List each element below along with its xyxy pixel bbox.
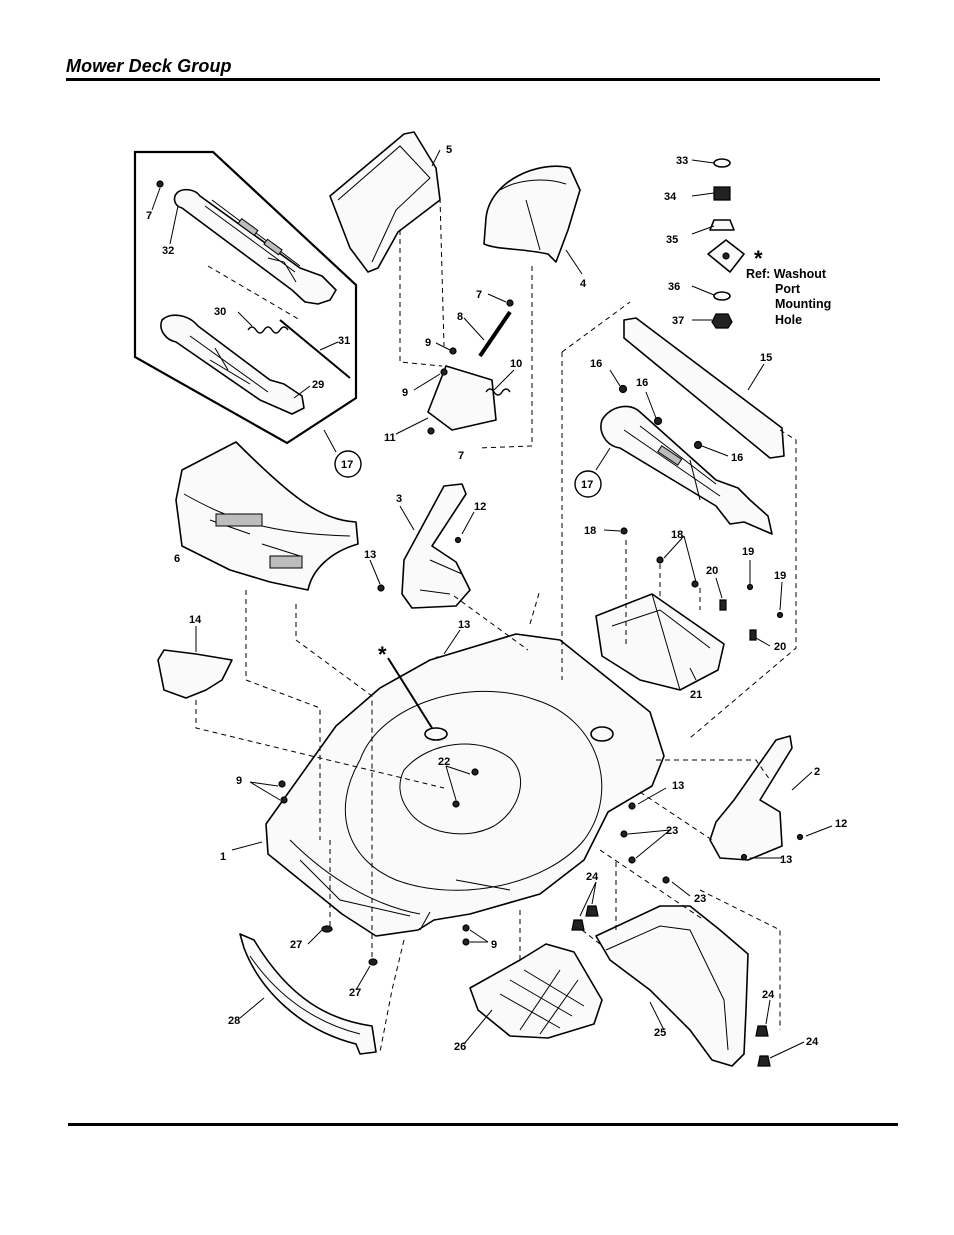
callout-label: 28 xyxy=(228,1015,240,1027)
callout-label: 16 xyxy=(590,358,602,370)
ref-note-line: Mounting xyxy=(775,297,831,311)
callout-label: 24 xyxy=(806,1036,819,1048)
callout-label: 19 xyxy=(742,546,754,558)
washer-part xyxy=(713,158,731,168)
ref-note-line: Port xyxy=(775,282,801,296)
callout-label: 16 xyxy=(636,377,648,389)
callout-label: 2 xyxy=(814,766,820,778)
deck-part xyxy=(265,633,665,937)
callout-label: 7 xyxy=(476,289,482,301)
callout-label: 1 xyxy=(220,851,226,863)
callout-label: 11 xyxy=(384,432,396,444)
callout-label: 37 xyxy=(672,315,684,327)
callout-label: 4 xyxy=(580,278,587,290)
callout-label: 30 xyxy=(214,306,226,318)
callout-label: 31 xyxy=(338,335,350,347)
callout-label: 23 xyxy=(666,825,678,837)
deck-asterisk: * xyxy=(378,642,387,667)
callout-label: 9 xyxy=(402,387,408,399)
side-shroud-part xyxy=(483,165,581,263)
callout-label: 13 xyxy=(364,549,376,561)
lower-handle-part xyxy=(160,314,305,415)
callout-label: 5 xyxy=(446,144,452,156)
callout-label: 33 xyxy=(676,155,688,167)
handle-assembly-part xyxy=(600,405,773,535)
callout-label: 23 xyxy=(694,893,706,905)
callout-label: 20 xyxy=(774,641,786,653)
callout-label: 13 xyxy=(672,780,684,792)
callout-label: 21 xyxy=(690,689,702,701)
callout-label: 27 xyxy=(290,939,302,951)
chute-part xyxy=(595,593,725,691)
ref-asterisk: * xyxy=(754,246,763,271)
callout-label: 27 xyxy=(349,987,361,999)
callout-label: 25 xyxy=(654,1027,666,1039)
callout-label: 8 xyxy=(457,311,463,323)
callout-label: 17 xyxy=(581,479,593,491)
ref-note-line: Hole xyxy=(775,313,802,327)
callout-label: 34 xyxy=(664,191,677,203)
discharge-shroud-part xyxy=(595,905,749,1067)
callout-label: 9 xyxy=(491,939,497,951)
callout-label: 6 xyxy=(174,553,180,565)
inset-panel-border xyxy=(133,150,358,445)
callout-label: 32 xyxy=(162,245,174,257)
callout-label: 17 xyxy=(341,459,353,471)
upper-cover-part xyxy=(329,131,441,273)
callout-label: 9 xyxy=(425,337,431,349)
pin-part xyxy=(478,310,512,358)
header-rule xyxy=(66,78,880,81)
callout-label: 35 xyxy=(666,234,678,246)
page-title: Mower Deck Group xyxy=(66,56,232,76)
callout-circle-17 xyxy=(574,470,602,498)
callout-label: 19 xyxy=(774,570,786,582)
top-cover-part xyxy=(175,441,359,591)
callout-label: 13 xyxy=(780,854,792,866)
right-height-bracket-part xyxy=(709,735,793,861)
callout-label: 18 xyxy=(671,529,683,541)
callout-label: 7 xyxy=(146,210,152,222)
upper-handle-part xyxy=(173,188,337,305)
spring-part xyxy=(247,326,289,334)
callout-label: 18 xyxy=(584,525,596,537)
callout-label: 16 xyxy=(731,452,743,464)
callout-label: 20 xyxy=(706,565,718,577)
callout-label: 13 xyxy=(458,619,470,631)
callout-label: 26 xyxy=(454,1041,466,1053)
knob-part xyxy=(709,219,735,231)
callout-label: 15 xyxy=(760,352,772,364)
rod-part xyxy=(279,319,351,379)
callout-label: 24 xyxy=(762,989,775,1001)
front-guard-part xyxy=(157,649,233,699)
callout-label: 36 xyxy=(668,281,680,293)
callout-label: 29 xyxy=(312,379,324,391)
callout-label: 24 xyxy=(586,871,599,883)
callout-label: 22 xyxy=(438,756,450,768)
callout-label: 9 xyxy=(236,775,242,787)
callout-label: 10 xyxy=(510,358,522,370)
left-height-bracket-part xyxy=(401,483,471,609)
footer-rule xyxy=(68,1123,898,1126)
front-skirt-part xyxy=(239,933,377,1055)
callout-label: 7 xyxy=(458,450,464,462)
callout-circle-17 xyxy=(334,450,362,478)
callout-label: 12 xyxy=(835,818,847,830)
nut-part xyxy=(713,186,731,201)
rear-flap-part xyxy=(623,317,785,459)
spring-bracket-part xyxy=(485,388,511,396)
mulch-plate-part xyxy=(469,943,603,1039)
ref-note-line: Ref: Washout xyxy=(746,267,827,281)
callout-label: 3 xyxy=(396,493,402,505)
callout-label: 14 xyxy=(189,614,202,626)
callout-label: 12 xyxy=(474,501,486,513)
